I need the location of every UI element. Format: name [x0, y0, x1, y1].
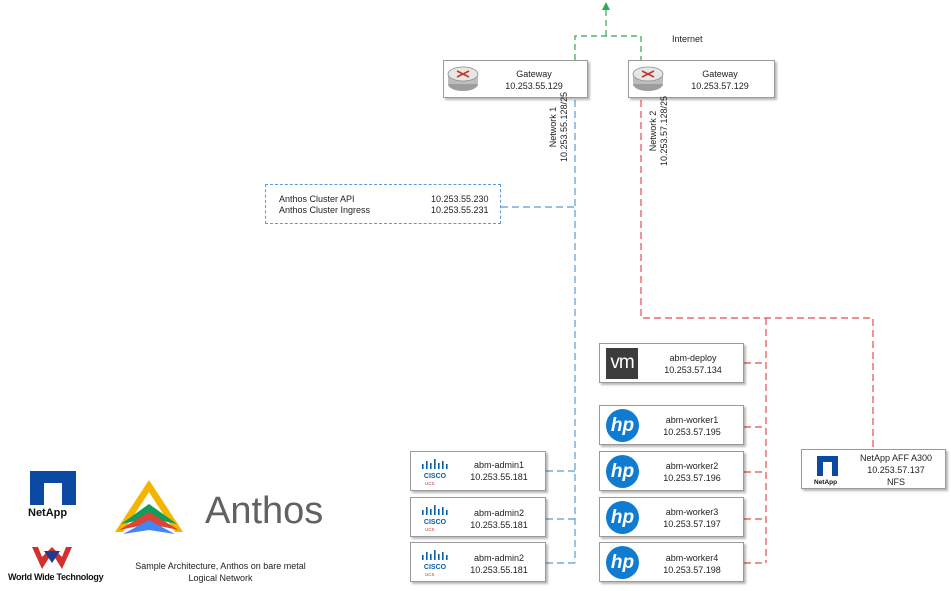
netapp-logo-icon: [30, 471, 76, 505]
deploy-node[interactable]: vm abm-deploy 10.253.57.134: [599, 343, 744, 383]
hp-icon: hp: [606, 501, 639, 534]
cluster-ingress-row: Anthos Cluster Ingress 10.253.55.231: [279, 205, 489, 217]
deploy-node-ip: 10.253.57.134: [664, 365, 722, 375]
worker-node-2-ip: 10.253.57.196: [663, 473, 721, 483]
wwt-logo-icon: [32, 547, 72, 569]
admin-node-3-ip: 10.253.55.181: [470, 565, 528, 575]
anthos-logo-text: Anthos: [205, 490, 324, 532]
cluster-ingress-label: Anthos Cluster Ingress: [279, 205, 371, 215]
caption-line-1: Sample Architecture, Anthos on bare meta…: [135, 561, 306, 571]
admin-node-2[interactable]: CISCO UCS abm-admin2 10.253.55.181: [410, 497, 546, 537]
network-2-cidr: 10.253.57.128/25: [659, 95, 669, 167]
admin-node-3[interactable]: CISCO UCS abm-admin2 10.253.55.181: [410, 542, 546, 582]
netapp-icon: NetApp: [814, 456, 838, 486]
ucs-text: UCS: [425, 481, 435, 486]
admin-node-1-name: abm-admin1: [473, 460, 525, 470]
admin-node-1[interactable]: CISCO UCS abm-admin1 10.253.55.181: [410, 451, 546, 491]
gateway-2[interactable]: Gateway 10.253.57.129: [628, 60, 775, 98]
worker-node-4-name: abm-worker4: [665, 553, 719, 563]
cisco-ucs-icon: CISCO UCS: [422, 505, 448, 532]
worker-node-1-ip: 10.253.57.195: [663, 427, 721, 437]
gateway-1-ip: 10.253.55.129: [505, 81, 563, 91]
worker-node-4[interactable]: hp abm-worker4 10.253.57.198: [599, 542, 744, 582]
network-2-links: [640, 100, 874, 564]
cisco-ucs-icon: CISCO UCS: [422, 459, 448, 486]
diagram-caption: Sample Architecture, Anthos on bare meta…: [118, 560, 323, 584]
cluster-api-ip: 10.253.55.230: [431, 194, 489, 204]
network-2-name: Network 2: [648, 110, 658, 152]
caption-line-2: Logical Network: [188, 573, 253, 583]
gateway-1[interactable]: Gateway 10.253.55.129: [443, 60, 588, 98]
cluster-api-label: Anthos Cluster API: [279, 194, 355, 204]
router-icon: [632, 66, 664, 91]
gateway-1-name: Gateway: [516, 69, 552, 79]
ucs-text: UCS: [425, 572, 435, 577]
router-icon: [447, 66, 479, 91]
netapp-brand-text: NetApp: [814, 479, 837, 486]
hp-icon: hp: [606, 409, 639, 442]
storage-protocol: NFS: [887, 477, 905, 487]
anthos-logo-icon: [115, 480, 183, 534]
admin-node-2-ip: 10.253.55.181: [470, 520, 528, 530]
worker-node-2-name: abm-worker2: [665, 461, 719, 471]
cisco-brand-text: CISCO: [424, 519, 447, 526]
network-2-label: Network 2 10.253.57.128/25: [648, 81, 672, 181]
cisco-ucs-icon: CISCO UCS: [422, 550, 448, 577]
admin-node-1-ip: 10.253.55.181: [470, 472, 528, 482]
hp-icon: hp: [606, 455, 639, 488]
gateway-2-name: Gateway: [702, 69, 738, 79]
storage-ip: 10.253.57.137: [867, 465, 925, 475]
admin-node-2-name: abm-admin2: [473, 508, 525, 518]
wwt-logo-text: World Wide Technology: [8, 572, 104, 582]
network-1-label: Network 1 10.253.55.128/25: [548, 77, 572, 177]
ucs-text: UCS: [425, 527, 435, 532]
storage-name: NetApp AFF A300: [859, 453, 933, 463]
storage-node[interactable]: NetApp NetApp AFF A300 10.253.57.137 NFS: [801, 449, 946, 489]
worker-node-3-ip: 10.253.57.197: [663, 519, 721, 529]
cluster-api-row: Anthos Cluster API 10.253.55.230: [279, 194, 489, 206]
cluster-endpoints-box[interactable]: Anthos Cluster API 10.253.55.230 Anthos …: [265, 184, 501, 224]
internet-links: [574, 8, 642, 60]
worker-node-3[interactable]: hp abm-worker3 10.253.57.197: [599, 497, 744, 537]
worker-node-2[interactable]: hp abm-worker2 10.253.57.196: [599, 451, 744, 491]
cluster-ingress-ip: 10.253.55.231: [431, 205, 489, 215]
vmware-icon: vm: [606, 348, 638, 379]
cisco-brand-text: CISCO: [424, 564, 447, 571]
admin-node-3-name: abm-admin2: [473, 553, 525, 563]
hp-icon: hp: [606, 546, 639, 579]
internet-label: Internet: [672, 34, 703, 44]
gateway-2-ip: 10.253.57.129: [691, 81, 749, 91]
worker-node-3-name: abm-worker3: [665, 507, 719, 517]
worker-node-4-ip: 10.253.57.198: [663, 565, 721, 575]
network-1-links: [501, 100, 576, 564]
netapp-logo-text: NetApp: [28, 507, 68, 519]
worker-node-1[interactable]: hp abm-worker1 10.253.57.195: [599, 405, 744, 445]
worker-node-1-name: abm-worker1: [665, 415, 719, 425]
deploy-node-name: abm-deploy: [669, 353, 717, 363]
internet-arrow-icon: [602, 2, 610, 10]
network-1-cidr: 10.253.55.128/25: [559, 91, 569, 163]
network-1-name: Network 1: [548, 106, 558, 148]
cisco-brand-text: CISCO: [424, 473, 447, 480]
